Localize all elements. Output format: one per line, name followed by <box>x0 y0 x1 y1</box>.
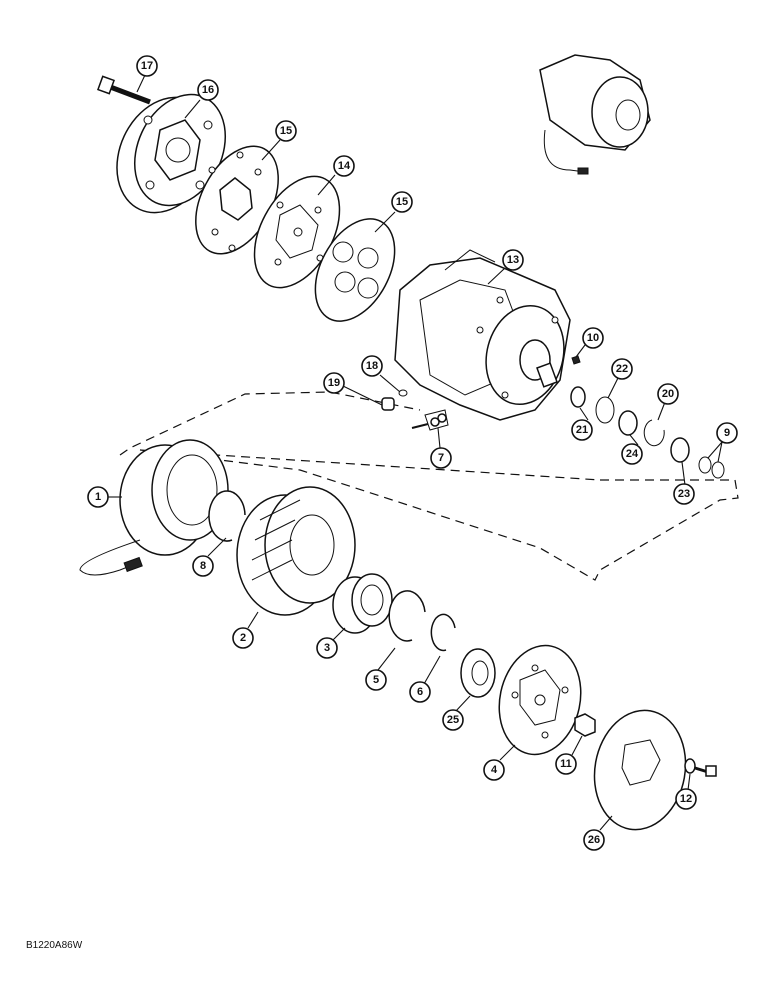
callout-3: 3 <box>316 637 338 659</box>
svg-text:18: 18 <box>366 360 378 372</box>
seal-seat-part <box>618 410 638 436</box>
seal-part <box>570 386 586 408</box>
armature-plate-part <box>498 644 582 756</box>
callout-25: 25 <box>442 709 464 731</box>
svg-text:8: 8 <box>200 560 206 572</box>
callout-26: 26 <box>583 829 605 851</box>
callout-22: 22 <box>611 358 633 380</box>
cover-part <box>593 709 687 831</box>
callout-24: 24 <box>621 443 643 465</box>
callout-19: 19 <box>323 372 345 394</box>
svg-text:14: 14 <box>338 160 351 172</box>
svg-text:13: 13 <box>507 254 519 266</box>
pressure-plate-part <box>116 93 227 214</box>
washer-part <box>698 456 712 474</box>
screw-bracket-part <box>411 409 449 431</box>
svg-text:7: 7 <box>438 452 444 464</box>
shim-part <box>460 648 496 698</box>
callout-2: 2 <box>232 627 254 649</box>
callout-20: 20 <box>657 383 679 405</box>
svg-text:24: 24 <box>626 448 639 460</box>
bearing-part <box>332 573 393 634</box>
callout-12: 12 <box>675 788 697 810</box>
field-coil-part <box>79 439 229 576</box>
callout-14: 14 <box>333 155 355 177</box>
nut-part <box>574 713 596 737</box>
washer-part <box>711 461 725 479</box>
o-ring-part <box>398 389 408 397</box>
callout-23: 23 <box>673 483 695 505</box>
gasket-part <box>314 218 396 322</box>
callout-17: 17 <box>136 55 158 77</box>
svg-text:26: 26 <box>588 834 600 846</box>
snap-ring-part <box>430 613 456 652</box>
svg-text:3: 3 <box>324 642 330 654</box>
svg-text:22: 22 <box>616 363 628 375</box>
callout-5: 5 <box>365 669 387 691</box>
plug-part <box>381 397 395 411</box>
svg-text:4: 4 <box>491 764 498 776</box>
svg-text:12: 12 <box>680 793 692 805</box>
svg-text:10: 10 <box>587 332 599 344</box>
snap-ring-part <box>208 490 246 542</box>
callout-6: 6 <box>409 681 431 703</box>
svg-text:20: 20 <box>662 388 674 400</box>
leader-lines <box>108 74 723 831</box>
svg-text:21: 21 <box>576 424 588 436</box>
svg-text:25: 25 <box>447 714 459 726</box>
bolt-part <box>97 75 151 105</box>
seal-part <box>670 437 690 463</box>
snap-ring-part <box>388 590 426 642</box>
callout-1: 1 <box>87 486 109 508</box>
callout-7: 7 <box>430 447 452 469</box>
callout-16: 16 <box>197 79 219 101</box>
bolt-washer-part <box>684 758 717 777</box>
callout-21: 21 <box>571 419 593 441</box>
svg-text:9: 9 <box>724 427 730 439</box>
key-part <box>571 355 581 365</box>
svg-text:5: 5 <box>373 674 379 686</box>
svg-text:17: 17 <box>141 60 153 72</box>
clutch-assembly-boundary <box>119 391 739 581</box>
callout-18: 18 <box>361 355 383 377</box>
svg-text:15: 15 <box>396 196 408 208</box>
compressor-body-part <box>394 249 571 421</box>
callout-8: 8 <box>192 555 214 577</box>
svg-text:19: 19 <box>328 377 340 389</box>
callout-4: 4 <box>483 759 505 781</box>
callout-11: 11 <box>555 753 577 775</box>
svg-text:16: 16 <box>202 84 214 96</box>
snap-ring-part <box>643 419 665 447</box>
callout-15: 15 <box>275 120 297 142</box>
callout-9: 9 <box>716 422 738 444</box>
o-ring-part <box>595 396 615 424</box>
figure-code: B1220A86W <box>26 940 83 951</box>
svg-text:11: 11 <box>560 758 572 770</box>
callout-10: 10 <box>582 327 604 349</box>
svg-text:1: 1 <box>95 491 101 503</box>
svg-text:23: 23 <box>678 488 690 500</box>
svg-text:2: 2 <box>240 632 246 644</box>
svg-text:6: 6 <box>417 686 423 698</box>
callout-15b: 15 <box>391 191 413 213</box>
gasket-part <box>195 145 279 255</box>
svg-text:15: 15 <box>280 125 292 137</box>
pulley-part <box>236 486 356 616</box>
assembled-compressor-inset <box>539 54 651 175</box>
callout-13: 13 <box>502 249 524 271</box>
